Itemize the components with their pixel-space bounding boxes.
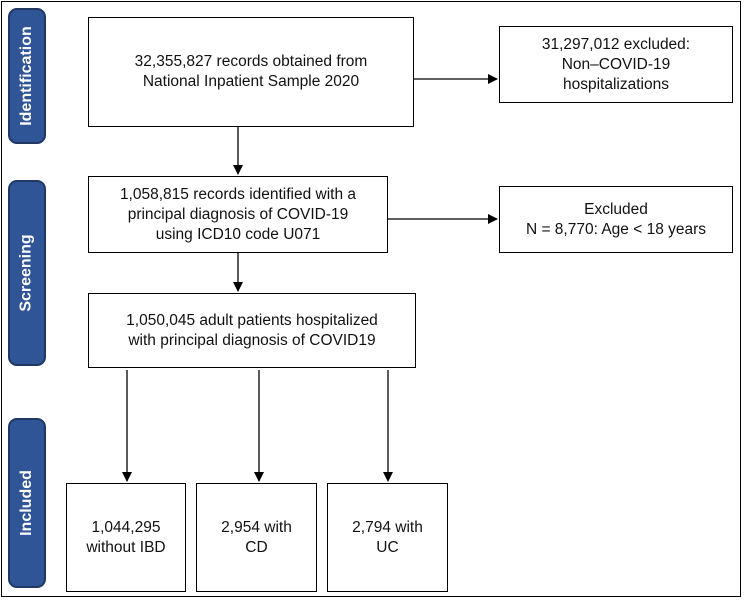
excluded-age-text: Excluded N = 8,770: Age < 18 years	[525, 200, 707, 238]
adult-patients-text: 1,050,045 adult patients hospitalized wi…	[126, 311, 378, 349]
with-cd-text: 2,954 with CD	[221, 518, 292, 556]
box-with-cd: 2,954 with CD	[196, 483, 317, 592]
box-excluded-age: Excluded N = 8,770: Age < 18 years	[499, 186, 733, 253]
with-uc-text: 2,794 with UC	[352, 518, 423, 556]
box-without-ibd: 1,044,295 without IBD	[66, 483, 186, 592]
stage-included: Included	[8, 418, 46, 588]
excluded-non-covid-text: 31,297,012 excluded: Non–COVID-19 hospit…	[541, 35, 691, 93]
box-excluded-non-covid: 31,297,012 excluded: Non–COVID-19 hospit…	[499, 26, 733, 103]
records-obtained-text: 32,355,827 records obtained from Nationa…	[134, 53, 368, 90]
without-ibd-text: 1,044,295 without IBD	[86, 518, 166, 556]
stage-identification: Identification	[8, 8, 46, 144]
box-with-uc: 2,794 with UC	[327, 483, 448, 592]
records-identified-text: 1,058,815 records identified with a prin…	[119, 185, 357, 243]
stage-screening: Screening	[8, 180, 46, 366]
box-records-identified: 1,058,815 records identified with a prin…	[88, 176, 388, 253]
box-adult-patients: 1,050,045 adult patients hospitalized wi…	[88, 293, 416, 368]
box-records-obtained: 32,355,827 records obtained from Nationa…	[88, 17, 414, 127]
